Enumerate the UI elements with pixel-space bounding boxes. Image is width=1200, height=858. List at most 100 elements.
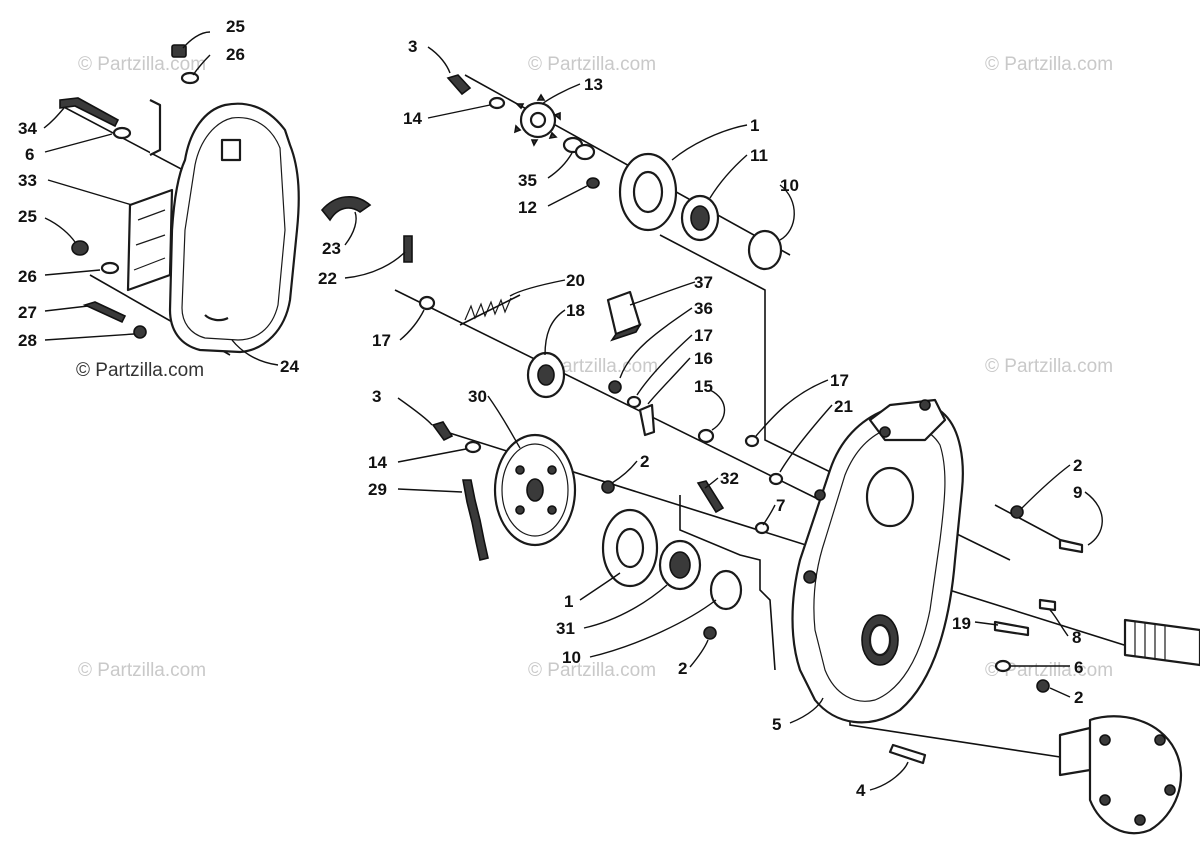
gear-icon bbox=[493, 433, 577, 547]
callout-label: 3 bbox=[408, 37, 417, 56]
washer-icon bbox=[464, 440, 482, 454]
callout-label: 29 bbox=[368, 480, 387, 499]
gear-icon bbox=[513, 93, 561, 147]
retaining-ring-icon bbox=[709, 569, 743, 611]
callout-label: 2 bbox=[1074, 688, 1083, 707]
nut-icon bbox=[71, 240, 89, 256]
callout-label: 16 bbox=[694, 349, 713, 368]
callout-label: 11 bbox=[750, 146, 768, 165]
bolt-icon bbox=[1038, 598, 1057, 612]
callout-label: 24 bbox=[280, 357, 299, 376]
bolt-icon bbox=[431, 421, 454, 442]
nut-icon bbox=[601, 480, 615, 494]
callout-label: 30 bbox=[468, 387, 487, 406]
callout-label: 2 bbox=[640, 452, 649, 471]
washer-icon bbox=[754, 521, 770, 535]
spacer-icon bbox=[574, 143, 596, 161]
gasket bbox=[126, 188, 174, 292]
right-side-group bbox=[888, 505, 1200, 835]
callout-label: 14 bbox=[403, 109, 422, 128]
nut-icon bbox=[171, 44, 187, 58]
washer-icon bbox=[112, 126, 132, 140]
washer-icon bbox=[418, 295, 436, 311]
callout-label: 19 bbox=[952, 614, 971, 633]
callout-label: 5 bbox=[772, 715, 781, 734]
callout-label: 23 bbox=[322, 239, 341, 258]
spring-icon bbox=[459, 294, 521, 326]
callout-label: 32 bbox=[720, 469, 739, 488]
callout-label: 9 bbox=[1073, 483, 1082, 502]
bearing-flange-icon bbox=[601, 508, 659, 588]
callout-label: 6 bbox=[25, 145, 34, 164]
callout-label: 10 bbox=[780, 176, 799, 195]
bushing-icon bbox=[320, 196, 372, 222]
callout-label: 3 bbox=[372, 387, 381, 406]
driveshaft-icon bbox=[1123, 618, 1200, 667]
callout-labels: 25 26 34 6 33 25 26 27 28 24 3 14 13 35 … bbox=[18, 17, 1083, 800]
washer-icon bbox=[626, 395, 642, 409]
callout-label: 2 bbox=[678, 659, 687, 678]
bolt-icon bbox=[59, 97, 120, 128]
callout-label: 33 bbox=[18, 171, 37, 190]
upper-shaft-group bbox=[446, 74, 783, 271]
callout-label: 27 bbox=[18, 303, 37, 322]
roller-icon bbox=[606, 290, 642, 342]
nut-icon bbox=[133, 325, 147, 339]
bracket-icon bbox=[149, 99, 162, 156]
callout-label: 22 bbox=[318, 269, 337, 288]
callout-label: 8 bbox=[1072, 628, 1081, 647]
callout-label: 34 bbox=[18, 119, 37, 138]
callout-label: 1 bbox=[564, 592, 573, 611]
watermark: © Partzilla.com bbox=[78, 54, 206, 75]
chain-case-housing bbox=[791, 398, 964, 724]
middle-shaft-group bbox=[320, 196, 784, 486]
washer-icon bbox=[744, 434, 760, 448]
callout-label: 17 bbox=[830, 371, 849, 390]
watermark: © Partzilla.com bbox=[528, 660, 656, 681]
nut-icon bbox=[586, 177, 600, 189]
callout-label: 26 bbox=[226, 45, 245, 64]
bolt-icon bbox=[888, 743, 927, 765]
drive-hub-icon bbox=[1058, 715, 1183, 835]
watermark: © Partzilla.com bbox=[76, 360, 204, 381]
watermark: © Partzilla.com bbox=[985, 54, 1113, 75]
bolt-icon bbox=[1058, 538, 1084, 554]
callout-label: 20 bbox=[566, 271, 585, 290]
washer-icon bbox=[488, 96, 506, 110]
callout-label: 17 bbox=[372, 331, 391, 350]
callout-label: 12 bbox=[518, 198, 537, 217]
watermark-layer: © Partzilla.com © Partzilla.com © Partzi… bbox=[76, 54, 1113, 681]
chain-case-cover bbox=[168, 102, 300, 354]
callout-label: 6 bbox=[1074, 658, 1083, 677]
callout-label: 25 bbox=[18, 207, 37, 226]
callout-label: 26 bbox=[18, 267, 37, 286]
lower-sprocket-group bbox=[431, 421, 770, 640]
pin-icon bbox=[403, 235, 413, 263]
callout-label: 37 bbox=[694, 273, 713, 292]
callout-label: 7 bbox=[776, 496, 785, 515]
fastener-group-left bbox=[59, 44, 200, 339]
callout-label: 4 bbox=[856, 781, 866, 800]
retaining-ring-icon bbox=[747, 229, 783, 271]
callout-label: 1 bbox=[750, 116, 759, 135]
washer-icon bbox=[768, 472, 784, 486]
watermark: © Partzilla.com bbox=[78, 660, 206, 681]
callout-label: 14 bbox=[368, 453, 387, 472]
callout-label: 2 bbox=[1073, 456, 1082, 475]
washer-icon bbox=[180, 71, 200, 85]
nut-icon bbox=[703, 626, 717, 640]
bolt-icon bbox=[82, 301, 127, 324]
callout-label: 21 bbox=[834, 397, 853, 416]
bolt-icon bbox=[993, 620, 1030, 637]
callout-label: 31 bbox=[556, 619, 575, 638]
stud-icon bbox=[696, 480, 725, 514]
callout-label: 13 bbox=[584, 75, 603, 94]
bushing-icon bbox=[697, 428, 715, 444]
callout-label: 17 bbox=[694, 326, 713, 345]
bolt-icon bbox=[446, 74, 472, 96]
callout-label: 35 bbox=[518, 171, 537, 190]
lever-icon bbox=[638, 403, 656, 437]
bearing-flange-icon bbox=[618, 152, 678, 232]
watermark: © Partzilla.com bbox=[528, 54, 656, 75]
